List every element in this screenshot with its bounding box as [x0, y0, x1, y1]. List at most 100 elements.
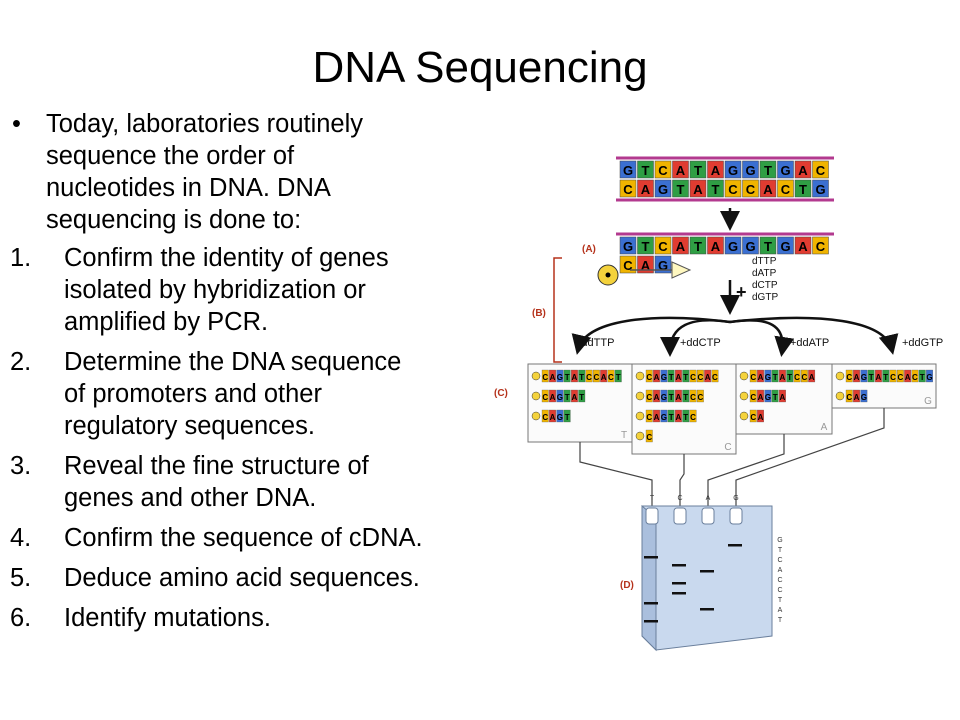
gel-band — [672, 592, 686, 595]
strand-base: A — [676, 373, 682, 382]
strand-base: C — [846, 373, 852, 382]
template-base-block — [724, 236, 742, 255]
list-number: 1. — [10, 244, 32, 272]
radioactive-icon-center — [605, 272, 611, 278]
base-top: C — [658, 163, 668, 178]
strand-base-block — [682, 389, 690, 403]
strand-base-block — [896, 369, 904, 383]
primer-base: A — [641, 258, 651, 273]
strand-base-block — [689, 369, 697, 383]
strand-radiolabel — [531, 391, 541, 401]
strand-base: C — [750, 413, 756, 422]
strand-base: A — [705, 373, 711, 382]
gel-band — [728, 544, 742, 547]
strand-base: T — [669, 413, 674, 422]
base-top: T — [642, 163, 650, 178]
base-bottom-block — [794, 179, 812, 198]
strand-base: T — [883, 373, 888, 382]
strand-base: A — [601, 373, 607, 382]
strand-base: C — [801, 373, 807, 382]
strand-base-block — [853, 389, 860, 403]
read-sequence-base: A — [778, 567, 783, 574]
strand-base-block — [571, 369, 578, 383]
strand-radiolabel — [739, 411, 749, 421]
list-item-line: genes and other DNA. — [64, 484, 317, 512]
strand-base: C — [646, 413, 652, 422]
strand-base: A — [780, 393, 786, 402]
primer-base: C — [623, 258, 633, 273]
reaction-label: +ddTTP — [575, 337, 614, 349]
strand-base-block — [667, 389, 675, 403]
strand-base-block — [660, 389, 668, 403]
strand-base: T — [920, 373, 925, 382]
strand-base-block — [600, 369, 608, 383]
base-top-block — [724, 160, 742, 179]
panel-label-a: (A) — [582, 244, 596, 255]
read-sequence-base: A — [778, 607, 783, 614]
primer-base: G — [658, 258, 668, 273]
strand-base: A — [809, 373, 815, 382]
template-base: G — [780, 239, 790, 254]
strand-base-block — [786, 369, 794, 383]
strand-base: G — [661, 413, 667, 422]
read-sequence-base: C — [777, 557, 782, 564]
base-bottom: T — [677, 182, 685, 197]
primer-arrow — [671, 261, 692, 279]
strand-base: T — [773, 373, 778, 382]
base-top: G — [728, 163, 738, 178]
strand-base-block — [556, 369, 564, 383]
base-bottom-block — [619, 179, 637, 198]
intro-text-line: nucleotides in DNA. DNA — [46, 174, 331, 202]
base-bottom-block — [689, 179, 707, 198]
strand-base: A — [780, 373, 786, 382]
strand-base-block — [853, 369, 860, 383]
list-item-line: of promoters and other — [64, 380, 322, 408]
strand-radiolabel — [835, 371, 845, 381]
base-top-block — [742, 160, 759, 179]
lane-connector — [679, 454, 685, 506]
base-bottom-block — [812, 179, 829, 198]
strand-base: G — [926, 373, 932, 382]
strand-base: T — [565, 413, 570, 422]
lane-connector — [707, 434, 785, 506]
strand-base-block — [556, 389, 564, 403]
strand-base: C — [890, 373, 896, 382]
strand-base: C — [542, 413, 548, 422]
strand-base-block — [556, 409, 564, 423]
base-top: A — [711, 163, 721, 178]
strand-base: G — [661, 373, 667, 382]
gel-body — [641, 505, 773, 651]
strand-base: C — [794, 373, 800, 382]
template-base-block — [759, 236, 777, 255]
strand-base-block — [764, 389, 772, 403]
strand-base-block — [563, 409, 571, 423]
template-base: C — [658, 239, 668, 254]
list-number: 6. — [10, 604, 32, 632]
base-bottom: A — [641, 182, 651, 197]
intro-text-line: sequence the order of — [46, 142, 295, 170]
base-bottom-block — [759, 179, 777, 198]
strand-base: A — [854, 393, 860, 402]
gel-lane-label: G — [733, 495, 738, 502]
strand-base-block — [614, 369, 622, 383]
template-base: A — [798, 239, 808, 254]
strand-base: G — [861, 393, 867, 402]
strand-base: A — [654, 373, 660, 382]
strand-base: T — [565, 393, 570, 402]
strand-base-block — [578, 369, 586, 383]
strand-base-block — [911, 369, 919, 383]
strand-base-block — [549, 369, 556, 383]
strand-base-block — [800, 369, 808, 383]
strand-base-block — [867, 369, 875, 383]
template-base-block — [707, 236, 724, 255]
panel-label-c: (C) — [494, 388, 508, 399]
template-base: T — [642, 239, 650, 254]
strand-base-block — [653, 369, 660, 383]
base-bottom: A — [693, 182, 703, 197]
strand-base: A — [572, 373, 578, 382]
strand-base: C — [646, 393, 652, 402]
gel-band — [672, 564, 686, 567]
reaction-box-label: C — [724, 442, 731, 453]
strand-radiolabel — [635, 411, 645, 421]
base-top: A — [676, 163, 686, 178]
